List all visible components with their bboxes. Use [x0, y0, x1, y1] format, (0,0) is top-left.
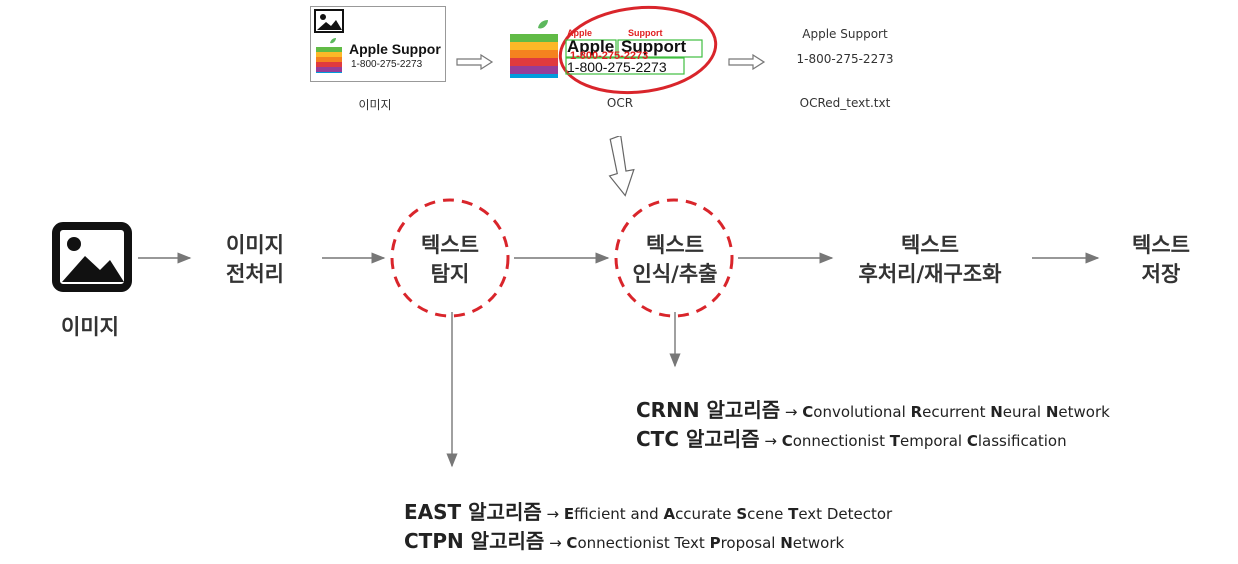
ocr-small-word-1: Apple	[567, 28, 593, 38]
recognize-highlight-circle	[614, 198, 734, 318]
algo-arrow: →	[549, 534, 562, 552]
arrow-right-icon	[456, 54, 494, 70]
arrow-down-icon	[608, 136, 635, 197]
arrow-right-icon	[728, 54, 766, 70]
algo-name: CRNN 알고리즘	[636, 398, 781, 422]
detect-line1: 텍스트	[421, 233, 479, 257]
algo-expansion: Efficient and Accurate Scene Text Detect…	[563, 505, 893, 523]
algo-name: CTC 알고리즘	[636, 427, 760, 451]
algo-arrow: →	[764, 432, 777, 450]
image-label: 이미지	[61, 315, 119, 339]
ocr-detected-phone: 1-800-275-2273	[570, 50, 649, 62]
algo-east: EAST 알고리즘 → Efficient and Accurate Scene…	[404, 496, 892, 525]
detect-line2: 탐지	[430, 262, 470, 286]
save-line2: 저장	[1141, 262, 1181, 286]
preprocess-line1: 이미지	[226, 233, 284, 257]
recognize-step: 텍스트 인식/추출	[605, 231, 745, 289]
postprocess-line2: 후처리/재구조화	[858, 262, 1002, 286]
output-title: Apple Support	[802, 27, 888, 41]
algo-arrow: →	[546, 505, 560, 523]
card-title: Apple Suppor	[349, 41, 441, 57]
algo-crnn: CRNN 알고리즘 → Convolutional Recurrent Neur…	[636, 394, 1110, 423]
ocr-highlight-ellipse	[558, 5, 718, 95]
detect-highlight-circle	[390, 198, 510, 318]
postprocess-step: 텍스트 후처리/재구조화	[835, 231, 1025, 289]
image-icon	[314, 9, 344, 33]
output-phone: 1-800-275-2273	[796, 52, 894, 66]
card-phone: 1-800-275-2273	[351, 59, 423, 70]
apple-logo-icon	[510, 20, 558, 78]
algo-expansion: Connectionist Text Proposal Network	[566, 534, 845, 552]
preprocess-step: 이미지 전처리	[200, 231, 310, 289]
recognize-line1: 텍스트	[646, 233, 704, 257]
recognize-line2: 인식/추출	[632, 262, 718, 286]
algo-expansion: Convolutional Recurrent Neural Network	[802, 403, 1110, 421]
algo-name: EAST 알고리즘	[404, 500, 542, 524]
algo-name: CTPN 알고리즘	[404, 529, 545, 553]
algo-expansion: Connectionist Temporal Classification	[781, 432, 1067, 450]
detect-step: 텍스트 탐지	[395, 231, 505, 289]
save-step: 텍스트 저장	[1106, 231, 1216, 289]
ocr-small-word-2: Support	[628, 28, 663, 38]
algo-arrow: →	[784, 403, 798, 421]
ocr-caption: OCR	[606, 96, 634, 110]
postprocess-line1: 텍스트	[901, 233, 959, 257]
ocr-big-word-2: Support	[621, 37, 687, 56]
save-line1: 텍스트	[1132, 233, 1190, 257]
source-image-card: Apple Suppor 1-800-275-2273	[310, 6, 446, 82]
image-icon	[52, 222, 132, 292]
preprocess-line2: 전처리	[226, 262, 284, 286]
ocr-phone: 1-800-275-2273	[567, 59, 667, 75]
algo-ctpn: CTPN 알고리즘 → Connectionist Text Proposal …	[404, 525, 844, 554]
ocr-illustration: Apple Support Apple Support 1-800-275-22…	[508, 0, 723, 100]
algo-ctc: CTC 알고리즘 → Connectionist Temporal Classi…	[636, 423, 1067, 452]
ocr-big-word-1: Apple	[567, 37, 615, 56]
image-caption: 이미지	[358, 98, 392, 112]
apple-logo-icon	[316, 38, 342, 73]
output-caption: OCRed_text.txt	[799, 96, 891, 110]
